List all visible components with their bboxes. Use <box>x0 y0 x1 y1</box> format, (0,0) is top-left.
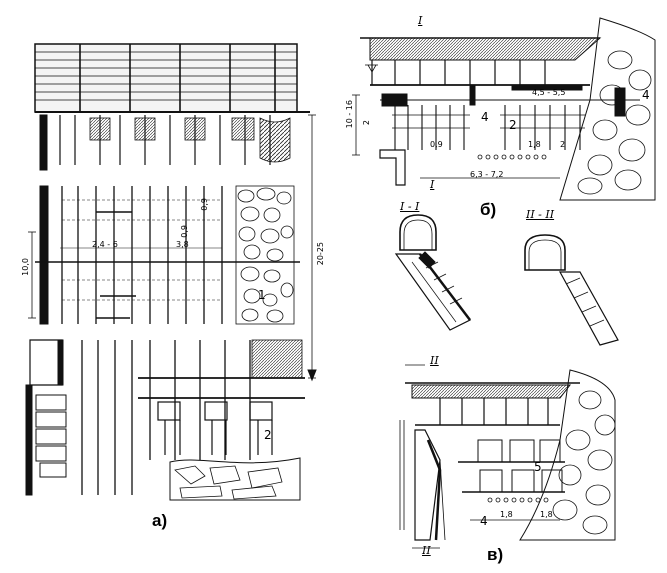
dim-b-10-16: 10 - 16 <box>345 100 354 129</box>
callout-2-a: 2 <box>264 428 272 442</box>
dim-c-18a: 1,8 <box>500 510 513 519</box>
dim-a-09b: 0,9 <box>180 225 189 238</box>
section-mark-ii-bottom: II <box>422 544 431 557</box>
dim-a-38: 3,8 <box>176 240 189 249</box>
section-title-ii-ii: II - II <box>526 208 555 221</box>
dim-a-09a: 0,9 <box>200 198 209 211</box>
panel-b-label: б) <box>480 200 497 219</box>
dim-b-18: 1,8 <box>528 140 541 149</box>
dim-a-20-25: 20-25 <box>316 242 325 266</box>
dim-c-18b: 1,8 <box>540 510 553 519</box>
section-title-i-i: I - I <box>400 200 420 213</box>
dim-a-24-6: 2,4 - 6 <box>92 240 118 249</box>
callout-1: 1 <box>258 288 266 302</box>
callout-4-c: 4 <box>480 514 488 528</box>
section-mark-i-bottom: I <box>430 178 435 191</box>
panel-b <box>352 17 656 346</box>
callout-4-b-right: 4 <box>642 88 650 102</box>
dim-b-2b: 2 <box>560 140 566 149</box>
callout-5-c: 5 <box>534 460 542 474</box>
dim-b-2: 2 <box>362 120 371 126</box>
dim-a-10: 10,0 <box>21 258 30 276</box>
panel-a <box>25 43 317 501</box>
section-mark-i-top: I <box>418 14 423 27</box>
panel-c-label: в) <box>487 545 504 564</box>
callout-2-b: 2 <box>509 118 517 132</box>
dim-b-09: 0,9 <box>430 140 443 149</box>
panel-a-label: а) <box>152 511 168 530</box>
dim-b-45-55: 4,5 - 5,5 <box>532 88 566 97</box>
dim-b-63-72: 6,3 - 7,2 <box>470 170 504 179</box>
section-mark-ii-top: II <box>430 354 439 367</box>
callout-4-b: 4 <box>481 110 489 124</box>
panel-c <box>399 364 616 549</box>
